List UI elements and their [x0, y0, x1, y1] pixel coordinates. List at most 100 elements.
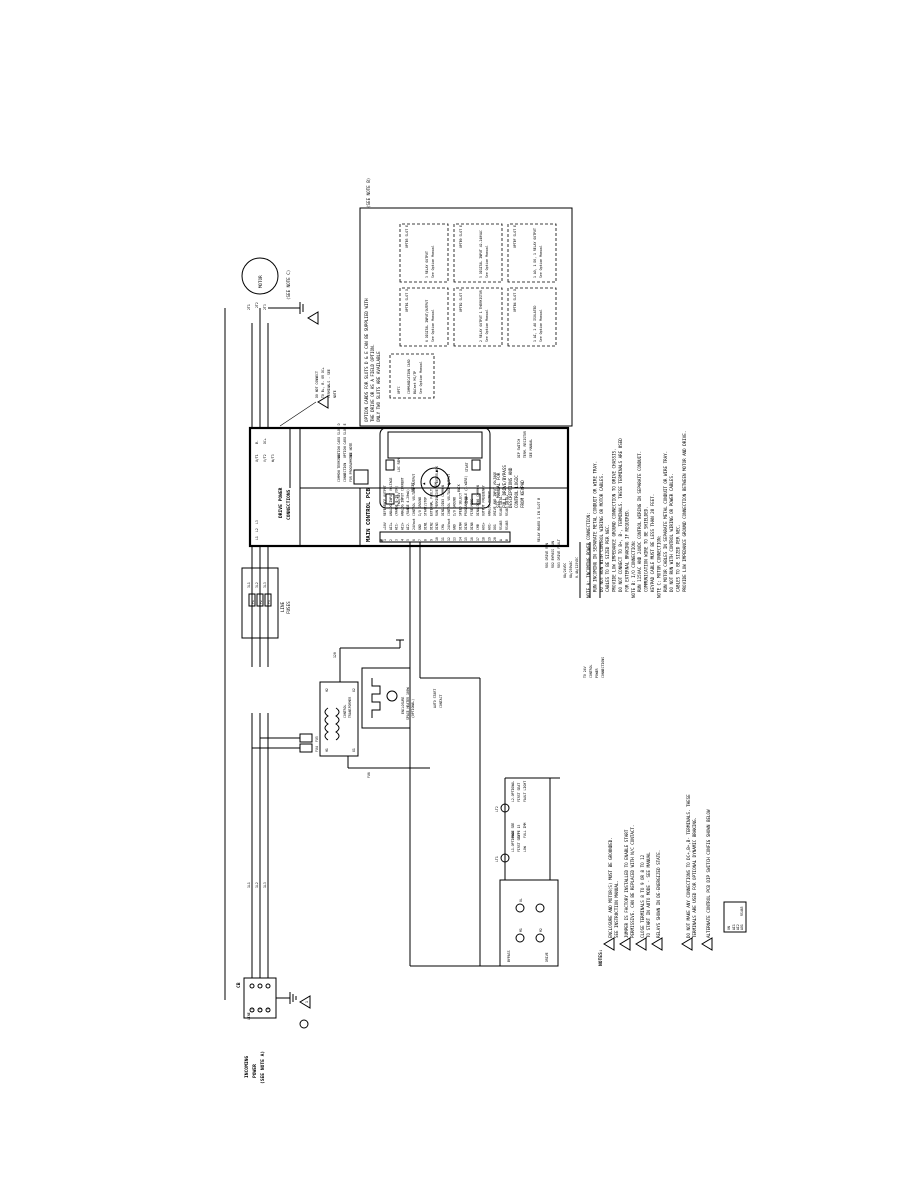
option-card	[453, 223, 503, 283]
cb-terminal-icon	[249, 983, 255, 989]
option-card-desc: 1 AI, 2 AO ISOLATED	[533, 305, 537, 342]
wire-label-3l2: 3L2	[255, 582, 259, 588]
fuse-label-fu4: FU4	[315, 746, 319, 752]
terminal-name: +10V	[383, 522, 387, 530]
terminal-name: AI2-	[406, 522, 410, 530]
transformer-h1-mark: H1	[325, 748, 329, 752]
transformer-x2-mark: X2	[352, 688, 356, 692]
keypad-fwdrev-label: FWD/REV	[397, 492, 401, 506]
keypad-area: OK ▲ ▼ ◀ ▶ FWD/REV LOC REM STOP START RE…	[337, 423, 533, 509]
terminal-number: 12	[447, 537, 451, 541]
terminal-desc: ANALOG INPUT CURRENT	[400, 478, 404, 516]
option-card-ref: See Option Manual	[485, 245, 489, 278]
comm-card-box	[389, 353, 435, 399]
keypad-port-icon	[353, 469, 369, 485]
note-triangle-icon	[619, 937, 631, 951]
right-note-line: FOR EXTERNAL BRAKING IF REQUIRED.	[624, 509, 629, 592]
terminal-desc: PROGRAMMABLE (3-WIRE)	[464, 476, 468, 516]
contactor-m1: M1	[519, 928, 523, 932]
main-pcb-title: MAIN CONTROL PCB	[366, 487, 372, 542]
transformer-label-control: CONTROL	[343, 704, 347, 718]
transformer-h2-mark: H2	[325, 688, 329, 692]
right-note-line: NOTE C: MOTOR CONNECTION:	[656, 535, 661, 598]
keypad-start-label: START	[465, 462, 469, 472]
arrow-up-icon[interactable]: ▲	[421, 482, 426, 485]
motor-label: MOTOR	[258, 275, 263, 288]
light-label-1: L1-OPTIONAL	[511, 831, 515, 852]
cb-l1-mark: L1	[251, 1008, 255, 1012]
control-transformer: FU4 FU5 CONTROL TRANSFORMER H1 H2 X1 X2 …	[252, 639, 430, 778]
right-note-line: COMMUNICATION WIRE TO BE SHIELDED.	[644, 506, 649, 592]
option-card-ref: See Option Manual	[431, 309, 435, 342]
terminal-number: 9	[429, 539, 433, 541]
light-label-4: MODE SEE	[511, 823, 515, 838]
keypad-fwdrev-button[interactable]	[385, 493, 395, 505]
arrow-down-icon[interactable]: ▼	[447, 482, 452, 485]
drive-power-subtitle: CONNECTIONS	[286, 489, 292, 520]
terminal-desc: RS485 DATA-	[499, 495, 503, 516]
terminal-desc: OUTPUT FREQUENCY	[482, 485, 486, 516]
wire-label-2t2: 2T2	[255, 302, 259, 308]
transformer-coil-icon	[324, 707, 329, 741]
light-label-5: TYPE 15	[517, 824, 521, 838]
terminal-name: CMA	[441, 524, 445, 530]
option-card-slot: OPTBF SLOT E	[513, 225, 517, 248]
relay-coil-icon	[535, 903, 545, 913]
keypad-ok-button[interactable]	[429, 476, 441, 488]
keypad-comm-label-2: CONNECTION	[343, 463, 347, 482]
arrow-right-icon[interactable]: ▶	[434, 469, 439, 472]
keypad-nav-ring[interactable]	[420, 467, 450, 497]
cb-terminal-icon	[265, 983, 271, 989]
cb-l2-mark: L2	[259, 1008, 263, 1012]
note-4: RELAYS SHOWN IN DE-ENERGIZED STATE.	[656, 850, 661, 938]
see-manual-line-2: FULL DRIVE/BYPASS	[502, 465, 507, 508]
terminal-number: 19	[487, 537, 491, 541]
terminal-desc: FIRE MODE	[470, 499, 474, 516]
see-manual-line-3: DESCRIPTIONS AND	[508, 467, 513, 508]
comm-card-line-3: See Option Manual	[419, 361, 423, 394]
dip-switch-label: DIP SWITCH	[517, 439, 521, 458]
terminal-name: 24Vout	[412, 518, 416, 530]
option-card-ref: See Option Manual	[485, 309, 489, 342]
keypad-start-button[interactable]	[471, 459, 481, 471]
relay-coil-icon	[515, 903, 525, 913]
note-triangle-icon	[307, 311, 319, 325]
comm-card-slot: OPTC	[397, 386, 401, 394]
note-1: ENCLOSURE AND MOTOR(S) MUST BE GROUNDED.	[608, 837, 613, 938]
right-note-line: RUN INCOMING IN SEPARATE METAL CONDUIT O…	[592, 461, 597, 592]
terminal-number: 8	[424, 539, 428, 541]
right-note-line: DO NOT RUN WITH CONTROL WIRING OR MOTOR …	[599, 474, 604, 593]
keypad-stop-button[interactable]	[471, 493, 481, 505]
terminal-desc: DRIVE AND INPUT VOLTAGE	[493, 472, 497, 516]
fuse-f2	[256, 593, 264, 607]
cb-terminal-icon	[257, 1007, 263, 1013]
ground-symbol-icon	[299, 1019, 309, 1029]
terminal-number: 16	[470, 537, 474, 541]
incoming-title-1: INCOMING	[244, 1056, 250, 1078]
terminal-number: 15	[464, 537, 468, 541]
terminal-number: 3	[395, 539, 399, 541]
relay-ro1: RO1 DRIVE RUN	[545, 543, 549, 568]
arrow-left-icon[interactable]: ◀	[434, 495, 439, 498]
note-triangle-icon	[681, 937, 693, 951]
keypad-see-note-label: SEE NOTE	[349, 443, 353, 458]
term-resistor-label: TERM. RESISTOR	[523, 431, 527, 458]
drive-term-u: U/T1	[255, 454, 259, 462]
option-card	[453, 287, 503, 347]
terminal-name: AO1-	[487, 522, 491, 530]
terminal-number: 13	[453, 537, 457, 541]
keypad-ok-label: OK	[434, 482, 438, 486]
motor: MOTOR (SEE NOTE C)	[241, 257, 319, 325]
terminal-number: 14	[458, 537, 462, 541]
heater-element-icon	[371, 678, 381, 718]
light-label-6: FULL IMM	[523, 823, 527, 838]
comm-card-line-2: BACnet MS/TP	[413, 371, 417, 394]
relay-rating-1: 8A/24VDC	[563, 563, 567, 578]
incoming-title-2: POWER	[252, 1064, 258, 1078]
line-fuses: F1 F2 F3 LINE FUSES	[241, 567, 291, 639]
terminal-name: DIN4	[458, 522, 462, 530]
relay-board-title: RELAY BOARD 1 IN SLOT B	[537, 498, 541, 542]
keypad-locrem-button[interactable]	[385, 459, 395, 471]
terminal-name: GND	[453, 524, 457, 530]
